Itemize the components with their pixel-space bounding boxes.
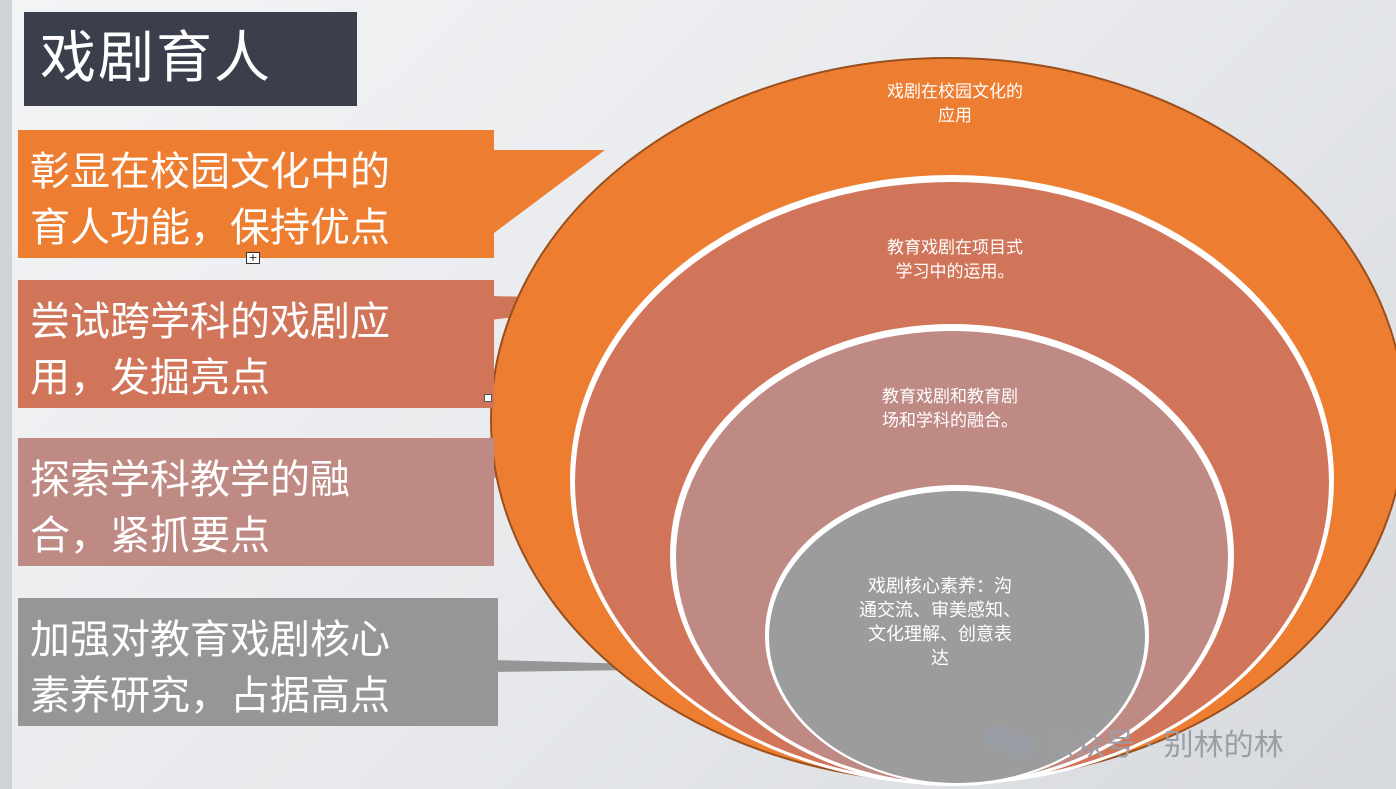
label-box-4: 加强对教育戏剧核心 素养研究，占据高点 [18,598,498,726]
left-edge-bar [0,0,12,789]
label-box-1: 彰显在校园文化中的 育人功能，保持优点 [18,130,494,258]
circle-2-text: 教育戏剧在项目式 学习中的运用。 [887,238,1023,282]
circle-inner-text: 戏剧核心素养：沟 通交流、审美感知、 文化理解、创意表 达 [859,576,1021,669]
circle-inner [769,491,1145,783]
watermark: 公众号 · 别林的林 [985,720,1284,764]
move-handle-icon[interactable]: + [246,252,260,264]
circle-outer-text: 戏剧在校园文化的 应用 [887,82,1023,126]
circle-3-text: 教育戏剧和教育剧 场和学科的融合。 [882,387,1018,431]
connector-1 [490,150,605,236]
wechat-icon [985,723,1037,761]
label-box-3: 探索学科教学的融 合，紧抓要点 [18,438,494,566]
label-box-2: 尝试跨学科的戏剧应 用，发掘亮点 [18,280,494,408]
watermark-text: 公众号 · 别林的林 [1045,728,1284,763]
selection-handle[interactable] [484,394,492,402]
page-title: 戏剧育人 [24,12,357,106]
